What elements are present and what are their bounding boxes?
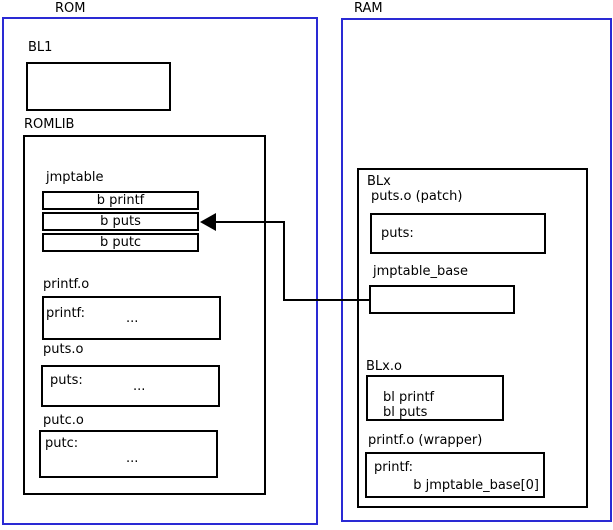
romlib-label: ROMLIB — [24, 117, 75, 132]
blx-o-box: bl printf bl puts — [366, 375, 504, 421]
putc-o-label: putc.o — [43, 413, 84, 428]
rom-title: ROM — [55, 1, 86, 16]
puts-symbol: puts: — [50, 373, 83, 388]
jmptable-row-printf: b printf — [42, 191, 199, 210]
jmptable-base-label: jmptable_base — [373, 264, 468, 279]
printf-o-box: printf: ... — [42, 296, 221, 340]
puts-patch-label: puts.o (patch) — [371, 189, 463, 204]
puts-o-box: puts: ... — [41, 365, 220, 407]
puts-patch-box: puts: — [370, 213, 546, 254]
puts-body-ellipsis: ... — [133, 379, 146, 394]
printf-wrapper-symbol: printf: — [374, 460, 414, 475]
jmptable-base-box — [369, 285, 515, 314]
blx-o-line-bl-printf: bl printf — [383, 390, 435, 405]
jmptable-row-text: b printf — [96, 192, 145, 208]
jmptable-row-text: b puts — [100, 213, 141, 229]
printf-wrapper-label: printf.o (wrapper) — [368, 433, 483, 448]
putc-body-ellipsis: ... — [126, 451, 139, 466]
puts-patch-symbol: puts: — [381, 226, 414, 241]
blx-o-line-bl-puts: bl puts — [383, 405, 428, 420]
printf-wrapper-box: printf: b jmptable_base[0] — [365, 452, 545, 498]
puts-o-label: puts.o — [43, 342, 84, 357]
jmptable-label: jmptable — [46, 170, 104, 185]
jmptable-row-text: b putc — [99, 234, 142, 250]
blx-o-label: BLx.o — [366, 359, 402, 374]
blx-label: BLx — [367, 174, 391, 189]
printf-o-label: printf.o — [43, 277, 90, 292]
bl1-label: BL1 — [28, 40, 53, 55]
printf-wrapper-body: b jmptable_base[0] — [413, 478, 539, 493]
printf-symbol: printf: — [46, 306, 86, 321]
bl1-box — [26, 62, 171, 111]
putc-o-box: putc: ... — [39, 430, 218, 478]
printf-body-ellipsis: ... — [126, 311, 139, 326]
ram-title: RAM — [354, 1, 383, 16]
putc-symbol: putc: — [45, 436, 79, 451]
jmptable-row-putc: b putc — [42, 233, 199, 252]
jmptable-row-puts: b puts — [42, 212, 199, 231]
